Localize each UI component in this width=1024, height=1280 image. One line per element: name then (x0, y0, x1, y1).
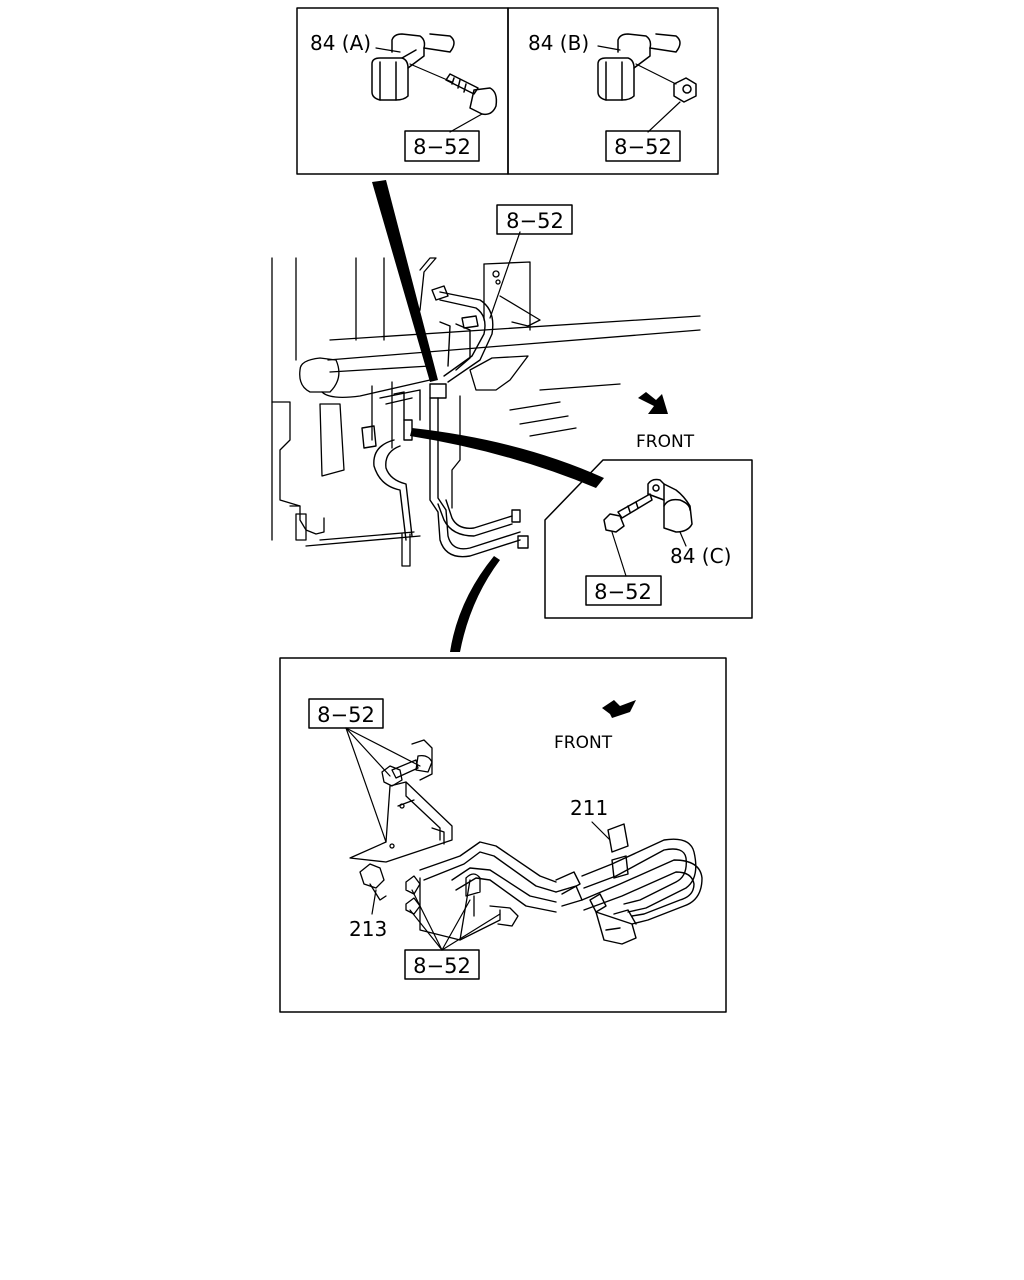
inset-a: 84 (A) 8−52 (296, 7, 509, 175)
pointer-wedge (450, 556, 500, 652)
ref-box (605, 130, 681, 162)
clamp-84b-drawing (597, 33, 681, 101)
front-arrow-icon (638, 392, 668, 414)
front-arrow-icon (602, 700, 636, 718)
ref-box (496, 204, 573, 235)
frame-drawing (271, 257, 701, 567)
piping-drawing (361, 285, 529, 558)
ref-label-8-52: 8−52 (413, 135, 471, 159)
bolt-drawing (445, 73, 498, 116)
part-label-213: 213 (349, 917, 387, 941)
inset-b: 84 (B) 8−52 (507, 7, 719, 175)
pointer-wedge (372, 180, 438, 382)
bolt-drawing (603, 493, 653, 533)
piping-drawing (419, 823, 703, 945)
lower-detail: FRONT 8−52 (279, 657, 727, 1013)
ref-label-8-52: 8−52 (594, 580, 652, 604)
ref-label-8-52: 8−52 (614, 135, 672, 159)
ref-label-8-52: 8−52 (413, 954, 471, 978)
pointer-wedge (410, 428, 604, 488)
nut-drawing (673, 77, 697, 103)
ref-box (585, 575, 662, 606)
ref-box (404, 130, 480, 162)
bracket-drawing (349, 739, 519, 941)
part-label-84a: 84 (A) (310, 31, 371, 55)
front-label: FRONT (554, 733, 613, 753)
front-label: FRONT (636, 432, 695, 452)
clamp-84c-drawing (647, 478, 693, 533)
main-view: 8−52 FRONT (271, 180, 701, 652)
part-label-211: 211 (570, 796, 608, 820)
ref-label-8-52: 8−52 (317, 703, 375, 727)
part-label-84b: 84 (B) (528, 31, 589, 55)
clamp-84a-drawing (371, 33, 455, 101)
ref-label-8-52: 8−52 (506, 209, 564, 233)
part-label-84c: 84 (C) (670, 544, 731, 568)
inset-c: 84 (C) 8−52 (544, 459, 753, 619)
